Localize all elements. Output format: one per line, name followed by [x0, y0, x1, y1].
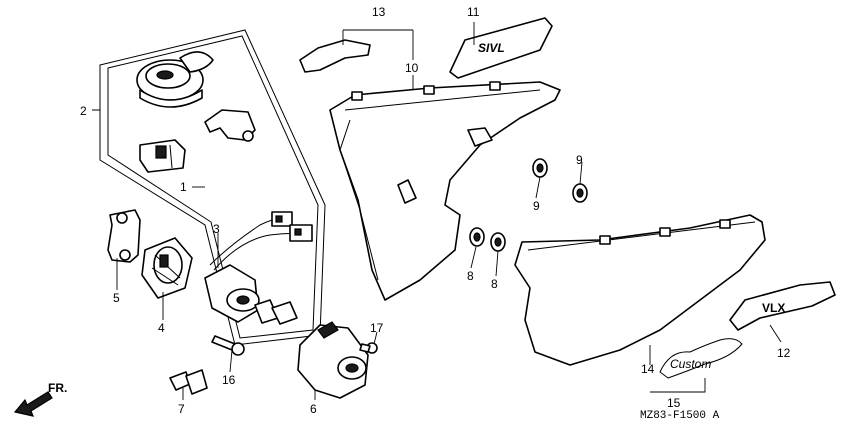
callout-8b: 8: [491, 277, 498, 291]
lock-cylinder: [141, 237, 193, 299]
diagram-code: MZ83-F1500 A: [640, 410, 720, 422]
callout-14: 14: [641, 362, 655, 376]
emblem-left-text: SIVL: [478, 41, 505, 55]
callout-11: 11: [467, 5, 480, 19]
callout-1: 1: [180, 180, 187, 194]
callout-10: 10: [405, 61, 419, 75]
callout-4: 4: [158, 321, 165, 335]
screw: [211, 335, 245, 356]
callout-12: 12: [777, 346, 791, 360]
right-side-cover: [514, 214, 766, 366]
grommets: [469, 158, 588, 252]
kit-outline: [99, 29, 326, 346]
cover-pad: [299, 39, 371, 73]
emblem-script-text: Custom: [670, 357, 711, 371]
direction-label: FR.: [48, 381, 67, 395]
bolt-plate: [107, 209, 141, 263]
left-side-cover: [329, 81, 561, 301]
callout-16: 16: [222, 373, 236, 387]
callout-15: 15: [667, 396, 681, 410]
front-direction-arrow-icon: [13, 391, 53, 417]
callout-7: 7: [178, 402, 185, 416]
callout-5: 5: [113, 291, 120, 305]
callout-9b: 9: [576, 153, 583, 167]
ignition-switch: [204, 264, 298, 325]
cap-assembly: [136, 51, 214, 108]
emblem-left: [449, 17, 553, 79]
callout-3: 3: [213, 222, 220, 236]
kit-outline-inner: [107, 35, 319, 339]
screw-small: [359, 342, 378, 354]
callout-8a: 8: [467, 269, 474, 283]
callout-13: 13: [372, 5, 386, 19]
emblem-right-text: VLX: [762, 301, 785, 315]
leader-lines: [92, 22, 782, 400]
callout-9a: 9: [533, 199, 540, 213]
callout-6: 6: [310, 402, 317, 416]
key: [169, 369, 208, 395]
emblem-script: [659, 338, 743, 379]
callout-2: 2: [80, 104, 87, 118]
switch-cover: [297, 321, 369, 399]
callout-17: 17: [370, 321, 384, 335]
wire-harness: [209, 211, 313, 271]
emblem-right: [729, 281, 836, 331]
rubber-block: [139, 139, 186, 173]
